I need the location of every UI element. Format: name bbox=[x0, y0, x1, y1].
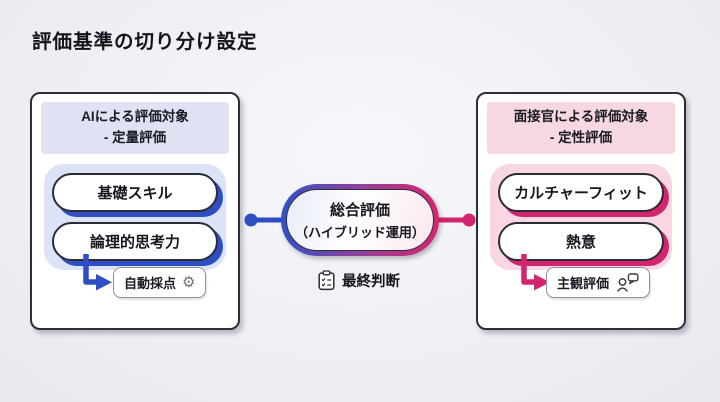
gear-icon: ⚙ bbox=[182, 274, 196, 291]
ai-card-header-line1: AIによる評価対象 bbox=[81, 109, 189, 124]
interviewer-pill-group: カルチャーフィット 熱意 bbox=[490, 163, 672, 270]
overall-evaluation-pill: 総合評価 （ハイブリッド運用） bbox=[281, 184, 439, 256]
ai-evaluation-card: AIによる評価対象 - 定量評価 基礎スキル 論理的思考力 bbox=[30, 92, 240, 330]
pill-logical-thinking: 論理的思考力 bbox=[52, 221, 218, 261]
ai-card-header: AIによる評価対象 - 定量評価 bbox=[41, 102, 229, 154]
pill-enthusiasm: 熱意 bbox=[498, 221, 664, 261]
auto-scoring-box: 自動採点 ⚙ bbox=[113, 267, 207, 298]
left-center-connector bbox=[244, 213, 285, 227]
interviewer-card-header: 面接官による評価対象 - 定性評価 bbox=[487, 102, 675, 154]
interviewer-card-header-line1: 面接官による評価対象 bbox=[513, 109, 649, 124]
final-judgment: 最終判断 bbox=[318, 267, 400, 293]
interviewer-card-header-line2: - 定性評価 bbox=[549, 129, 613, 145]
pill-basic-skill: 基礎スキル bbox=[52, 172, 218, 212]
subjective-evaluation-box: 主観評価 bbox=[546, 267, 651, 298]
auto-scoring-label: 自動採点 bbox=[124, 276, 177, 291]
interviewer-evaluation-card: 面接官による評価対象 - 定性評価 カルチャーフィット 熱意 bbox=[476, 92, 686, 330]
clipboard-check-icon bbox=[318, 269, 335, 290]
overall-evaluation-title: 総合評価 bbox=[329, 202, 390, 219]
subjective-evaluation-label: 主観評価 bbox=[557, 276, 610, 291]
ai-card-header-line2: - 定量評価 bbox=[103, 129, 167, 145]
center-right-connector bbox=[435, 213, 476, 227]
final-judgment-label: 最終判断 bbox=[342, 273, 400, 290]
pill-culture-fit: カルチャーフィット bbox=[498, 172, 664, 212]
page-title: 評価基準の切り分け設定 bbox=[32, 31, 258, 53]
ai-pill-group: 基礎スキル 論理的思考力 bbox=[44, 163, 226, 270]
person-speech-icon bbox=[617, 273, 639, 292]
overall-evaluation-subtitle: （ハイブリッド運用） bbox=[295, 225, 425, 240]
